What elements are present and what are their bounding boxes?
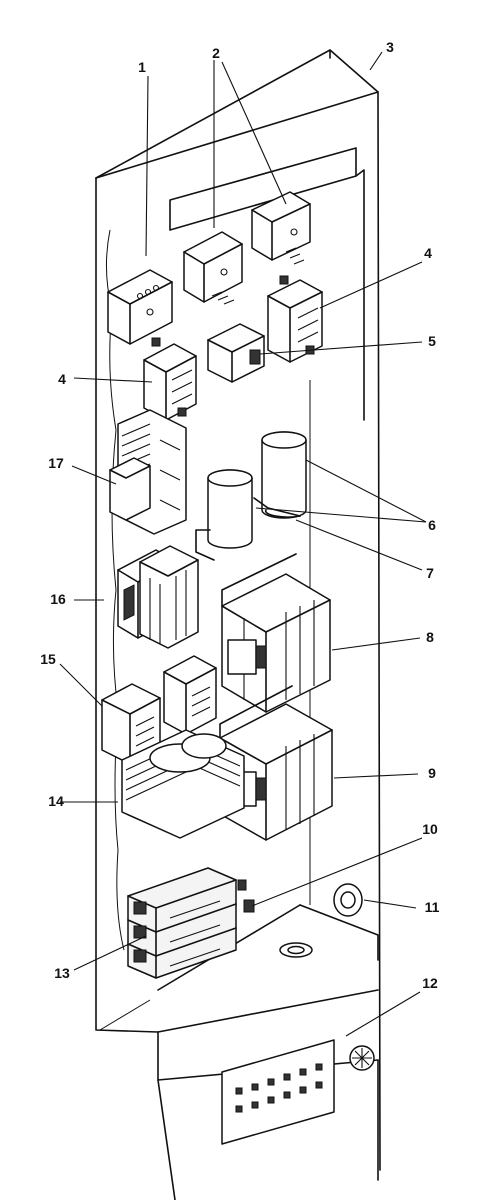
callout-14: 14 xyxy=(48,793,64,809)
contactor-8 xyxy=(221,553,331,713)
terminal-strip-12 xyxy=(221,1039,335,1145)
callout-4-right: 4 xyxy=(424,245,432,261)
floor-grommet xyxy=(279,942,313,958)
transformer-15b xyxy=(163,655,217,735)
switch-10 xyxy=(237,879,255,913)
callout-11: 11 xyxy=(425,899,440,915)
relay-2b xyxy=(251,191,311,265)
capacitor-6b xyxy=(253,431,307,519)
relay-5 xyxy=(207,323,265,383)
callout-5: 5 xyxy=(428,333,436,349)
capacitor-6a xyxy=(195,469,253,561)
callout-12: 12 xyxy=(422,975,438,991)
grommet-11 xyxy=(333,883,363,917)
relay-4-left xyxy=(143,337,197,421)
callout-9: 9 xyxy=(428,765,436,781)
callout-16: 16 xyxy=(50,591,66,607)
transformer-14 xyxy=(121,729,245,839)
callout-labels: 1 2 3 4 4 5 6 7 8 9 10 11 12 13 14 15 16… xyxy=(40,39,439,991)
contactor-16 xyxy=(117,545,199,649)
knockout-12 xyxy=(349,1045,375,1071)
relay-4-right xyxy=(267,275,323,363)
callout-15: 15 xyxy=(40,651,56,667)
relay-1 xyxy=(107,269,173,345)
callout-13: 13 xyxy=(54,965,70,981)
callout-17: 17 xyxy=(48,455,64,471)
callout-7: 7 xyxy=(426,565,434,581)
callout-1: 1 xyxy=(138,59,146,75)
callout-3: 3 xyxy=(386,39,394,55)
leader-lines xyxy=(59,51,427,1037)
callout-6: 6 xyxy=(428,517,436,533)
relay-2a xyxy=(183,231,243,305)
transformer-15a xyxy=(101,683,161,765)
callout-2: 2 xyxy=(212,45,220,61)
callout-8: 8 xyxy=(426,629,434,645)
terminal-block-13 xyxy=(127,867,237,979)
callout-10: 10 xyxy=(422,821,438,837)
callout-4-left: 4 xyxy=(58,371,66,387)
transformer-17 xyxy=(109,409,187,535)
